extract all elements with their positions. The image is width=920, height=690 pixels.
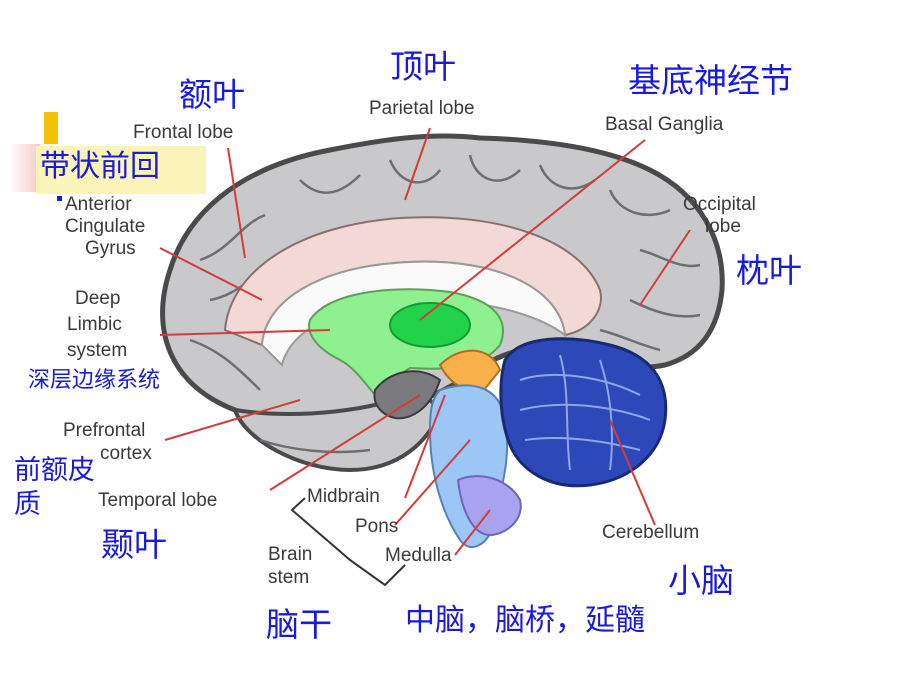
thalamus (389, 302, 471, 348)
midbrain (438, 349, 502, 397)
label-cn-limbic: 深层边缘系统 (28, 368, 161, 393)
label-acg-2: Cingulate (65, 216, 146, 237)
label-cn-brainstem: 脑干 (266, 605, 332, 644)
label-occipital-2: lobe (705, 216, 741, 237)
label-limbic-1: Deep (75, 288, 121, 309)
label-limbic-2: Limbic (67, 314, 122, 335)
highlight-strip (10, 144, 40, 192)
label-cn-frontal: 额叶 (179, 75, 245, 114)
brainstem-bracket (290, 497, 406, 587)
medulla (456, 475, 522, 537)
acg-highlight-box (36, 146, 206, 194)
label-cn-occipital: 枕叶 (736, 251, 802, 290)
label-cn-temporal: 颞叶 (101, 525, 167, 564)
label-cerebellum: Cerebellum (602, 522, 700, 543)
label-cn-cerebellum: 小脑 (668, 561, 734, 600)
cerebellum (499, 337, 668, 488)
label-cn-acg: 带状前回 (40, 149, 160, 184)
label-occipital-1: Occipital (683, 194, 756, 215)
label-brainstem-2: stem (268, 567, 310, 588)
cerebellum-folia (519, 354, 651, 471)
label-prefrontal-2: cortex (100, 443, 152, 464)
label-parietal-lobe: Parietal lobe (369, 98, 475, 119)
label-frontal-lobe: Frontal lobe (133, 122, 234, 143)
label-prefrontal-1: Prefrontal (63, 420, 146, 441)
label-midbrain: Midbrain (307, 486, 380, 507)
label-medulla: Medulla (385, 545, 452, 566)
pointer-lines (159, 127, 691, 556)
bullet-dot (57, 196, 62, 201)
label-pons: Pons (355, 516, 399, 537)
label-cn-parietal: 顶叶 (390, 47, 456, 86)
label-cn-prefrontal: 前额皮质 (14, 455, 95, 520)
label-cn-brainstem-parts: 中脑，脑桥，延髓 (405, 603, 645, 638)
label-acg-1: Anterior (65, 194, 132, 215)
label-temporal-lobe: Temporal lobe (98, 490, 218, 511)
label-brainstem-1: Brain (268, 544, 313, 565)
label-limbic-3: system (67, 340, 128, 361)
label-acg-3: Gyrus (85, 238, 136, 259)
label-cn-basal: 基底神经节 (628, 61, 793, 100)
hypothalamus-region (373, 370, 442, 420)
label-basal-ganglia: Basal Ganglia (605, 114, 724, 135)
title-marker (44, 112, 58, 144)
